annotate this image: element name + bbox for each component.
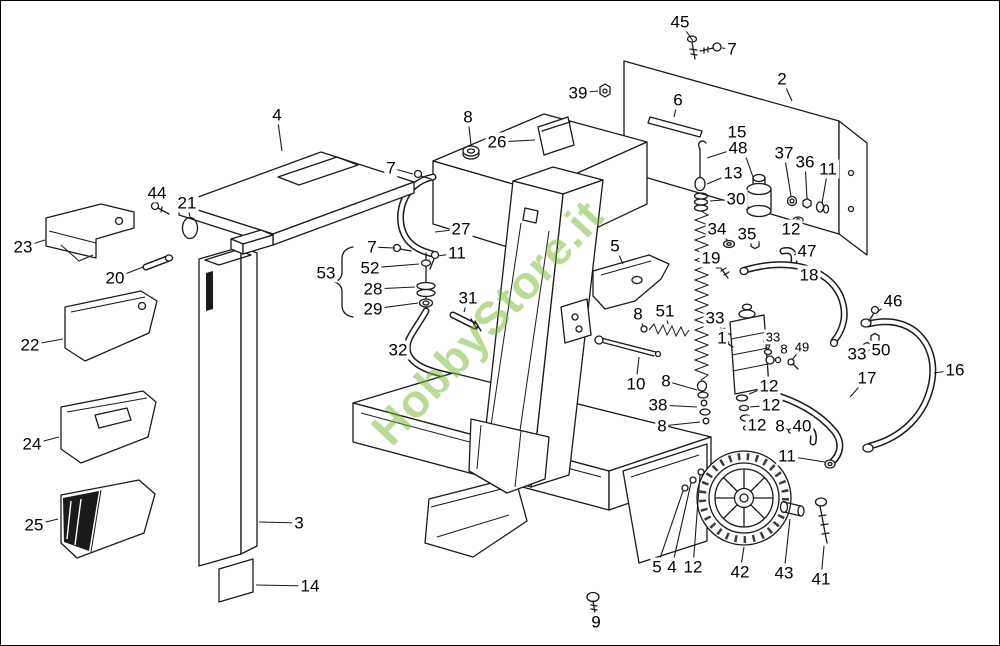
hose-part-16 — [860, 305, 937, 453]
wheel-part-42 — [696, 450, 792, 546]
callout-13-13: 13 — [721, 163, 745, 183]
callout-25-60: 25 — [22, 515, 46, 535]
callout-43-66: 43 — [772, 563, 796, 583]
beam-part-3 — [198, 229, 274, 567]
callout-4-63: 4 — [665, 557, 679, 577]
callout-49-43: 49 — [792, 339, 812, 355]
callout-7-1: 7 — [725, 39, 739, 59]
table-part-4 — [178, 151, 415, 246]
callout-33-41: 33 — [763, 329, 783, 345]
fittings-34-35-47-19 — [713, 238, 798, 279]
callout-7-24: 7 — [365, 237, 379, 257]
callout-16-47: 16 — [943, 360, 967, 380]
hose-part-18 — [739, 261, 848, 348]
callout-5-62: 5 — [650, 557, 664, 577]
leader-line-5-62 — [656, 490, 684, 568]
callout-39-3: 39 — [566, 83, 590, 103]
callout-8-42: 8 — [778, 341, 790, 357]
callout-38-52: 38 — [646, 395, 670, 415]
callout-40-57: 40 — [790, 416, 814, 436]
callout-33-38: 33 — [703, 308, 727, 328]
callout-2-2: 2 — [775, 69, 789, 89]
callout-36-11: 36 — [793, 152, 817, 172]
callout-19-27: 19 — [699, 248, 723, 268]
callout-48-9: 48 — [726, 138, 750, 158]
leader-line-12-64 — [692, 474, 701, 568]
callout-44-16: 44 — [145, 183, 169, 203]
callout-5-26: 5 — [608, 236, 622, 256]
callout-52-30: 52 — [358, 258, 382, 278]
callout-24-58: 24 — [20, 434, 44, 454]
callout-31-34: 31 — [456, 288, 480, 308]
callout-12-53: 12 — [759, 395, 783, 415]
wedge-part-25 — [60, 479, 156, 559]
bracket-part-24 — [60, 390, 157, 464]
callout-51-36: 51 — [653, 301, 677, 321]
callout-6-4: 6 — [671, 90, 685, 110]
callout-9-69: 9 — [589, 612, 603, 632]
callout-33-44: 33 — [845, 344, 869, 364]
callout-12-51: 12 — [757, 376, 781, 396]
callout-10-49: 10 — [624, 374, 648, 394]
callout-50-45: 50 — [869, 340, 893, 360]
callout-29-33: 29 — [361, 299, 385, 319]
leader-line-4-63 — [671, 482, 692, 568]
callout-17-48: 17 — [855, 368, 879, 388]
callout-45-0: 45 — [668, 12, 692, 32]
callout-34-19: 34 — [705, 219, 729, 239]
callout-47-23: 47 — [795, 241, 819, 261]
bracket-part-23 — [45, 203, 135, 262]
callout-37-10: 37 — [772, 143, 796, 163]
bolt-41 — [814, 497, 830, 544]
callout-8-56: 8 — [773, 416, 787, 436]
spring-part-13 — [693, 140, 711, 425]
callout-7-14: 7 — [384, 158, 398, 178]
callout-23-22: 23 — [11, 237, 35, 257]
callout-8-6: 8 — [461, 107, 475, 127]
callout-8-50: 8 — [659, 371, 673, 391]
callout-11-12: 11 — [817, 159, 839, 179]
callout-27-18: 27 — [449, 219, 473, 239]
callout-30-15: 30 — [724, 189, 748, 209]
callout-8-35: 8 — [631, 304, 645, 324]
callout-35-20: 35 — [735, 224, 759, 244]
callout-4-5: 4 — [270, 105, 284, 125]
callout-3-61: 3 — [292, 513, 306, 533]
callout-14-68: 14 — [298, 576, 322, 596]
top-fasteners — [599, 35, 722, 98]
callout-1-40: 1 — [715, 328, 729, 348]
axle-pin-43 — [779, 500, 805, 517]
callout-41-67: 41 — [809, 569, 833, 589]
stripe-block-part-14 — [218, 558, 254, 603]
bracket-part-22 — [64, 290, 158, 362]
callout-11-59: 11 — [776, 446, 798, 466]
bracket-part-5 — [592, 254, 670, 310]
callout-12-21: 12 — [779, 219, 803, 239]
callout-32-46: 32 — [386, 340, 410, 360]
hardware-44-21-20 — [142, 201, 199, 271]
callout-26-7: 26 — [485, 132, 509, 152]
callout-28-32: 28 — [361, 279, 385, 299]
callout-8-54: 8 — [655, 416, 669, 436]
callout-22-39: 22 — [18, 335, 42, 355]
callout-20-28: 20 — [103, 268, 127, 288]
callout-15-8: 15 — [725, 122, 749, 142]
callout-53-29: 53 — [314, 263, 338, 283]
hose-part-17 — [765, 389, 844, 469]
splitting-tower — [468, 166, 604, 494]
callout-46-37: 46 — [881, 291, 905, 311]
callout-18-31: 18 — [797, 265, 821, 285]
callout-21-17: 21 — [175, 193, 199, 213]
bolt-9 — [586, 591, 600, 614]
callout-11-25: 11 — [446, 243, 468, 263]
callout-12-64: 12 — [681, 557, 705, 577]
rod-10-and-spring-51 — [594, 323, 690, 358]
callout-12-55: 12 — [745, 415, 769, 435]
callout-42-65: 42 — [728, 562, 752, 582]
